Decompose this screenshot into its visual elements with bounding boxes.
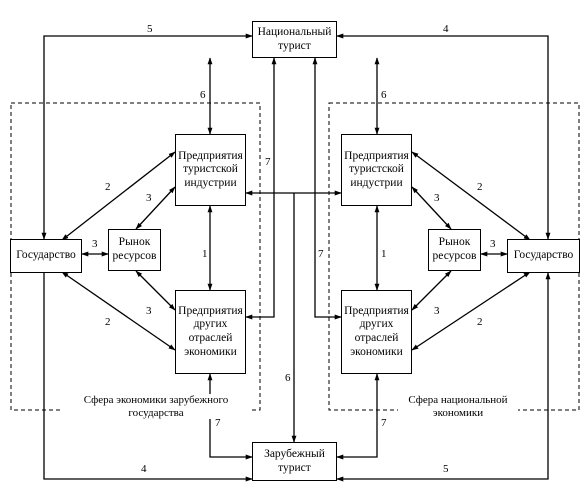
edge-2-left-upper [61, 151, 176, 241]
edge-2-right-upper [411, 151, 531, 241]
edge-label-6-right: 6 [381, 89, 387, 101]
edge-4-top [336, 33, 551, 240]
node-left-state: Государство [10, 239, 82, 273]
edge-label-3-left-lower: 3 [146, 305, 152, 317]
edge-label-5-top: 5 [147, 23, 153, 35]
edge-label-2-left-upper: 2 [105, 181, 111, 193]
node-left-tourism-enterprises: Предприятия туристской индустрии [175, 134, 246, 206]
edge-3-right-upper [411, 186, 452, 230]
node-right-other-enterprises: Предприятия других отраслей экономики [341, 290, 412, 374]
edge-label-3-left-state: 3 [92, 238, 98, 250]
edge-label-6-center: 6 [285, 372, 291, 384]
edge-label-2-right-upper: 2 [477, 181, 483, 193]
edge-5-top [41, 33, 253, 240]
edge-label-7-right-bottom: 7 [381, 417, 387, 429]
edge-label-3-right-upper: 3 [434, 192, 440, 204]
edge-label-2-left-lower: 2 [105, 316, 111, 328]
edge-label-3-right-lower: 3 [434, 305, 440, 317]
node-right-tourism-enterprises: Предприятия туристской индустрии [341, 134, 412, 206]
edge-2-right-lower [411, 271, 531, 351]
edge-4-bottom [43, 273, 253, 482]
zone-label-national-economy: Сфера национальной экономики [398, 394, 518, 420]
edge-7-right-top [312, 57, 342, 320]
edge-label-4-bottom: 4 [141, 463, 147, 475]
zone-label-foreign-economy: Сфера экономики зарубежного государства [63, 394, 249, 420]
edge-label-1-right: 1 [381, 248, 387, 260]
node-right-resource-market: Рынок ресурсов [428, 229, 481, 271]
edge-label-7-left-bottom: 7 [215, 417, 221, 429]
node-national-tourist: Национальный турист [252, 21, 337, 58]
edge-label-1-left: 1 [202, 248, 208, 260]
edge-label-7-left-top: 7 [265, 156, 271, 168]
node-foreign-tourist: Зарубежный турист [252, 442, 337, 481]
node-left-other-enterprises: Предприятия других отраслей экономики [175, 290, 246, 374]
edge-3-left-upper [135, 186, 176, 230]
edge-label-5-bottom: 5 [443, 463, 449, 475]
node-right-state: Государство [507, 239, 580, 273]
edge-2-left-lower [61, 271, 176, 351]
edge-label-6-left: 6 [200, 89, 206, 101]
edge-label-2-right-lower: 2 [477, 316, 483, 328]
edge-label-4-top: 4 [443, 23, 449, 35]
edge-label-7-right-top: 7 [318, 248, 324, 260]
edge-label-3-right-state: 3 [490, 238, 496, 250]
edge-3-left-lower [135, 270, 176, 311]
edge-7-left-top [245, 57, 277, 320]
node-left-resource-market: Рынок ресурсов [108, 229, 161, 271]
edge-7-right-bottom [336, 373, 380, 460]
edge-label-3-left-upper: 3 [146, 192, 152, 204]
edge-5-bottom [336, 272, 551, 482]
edge-3-right-lower [411, 270, 452, 311]
